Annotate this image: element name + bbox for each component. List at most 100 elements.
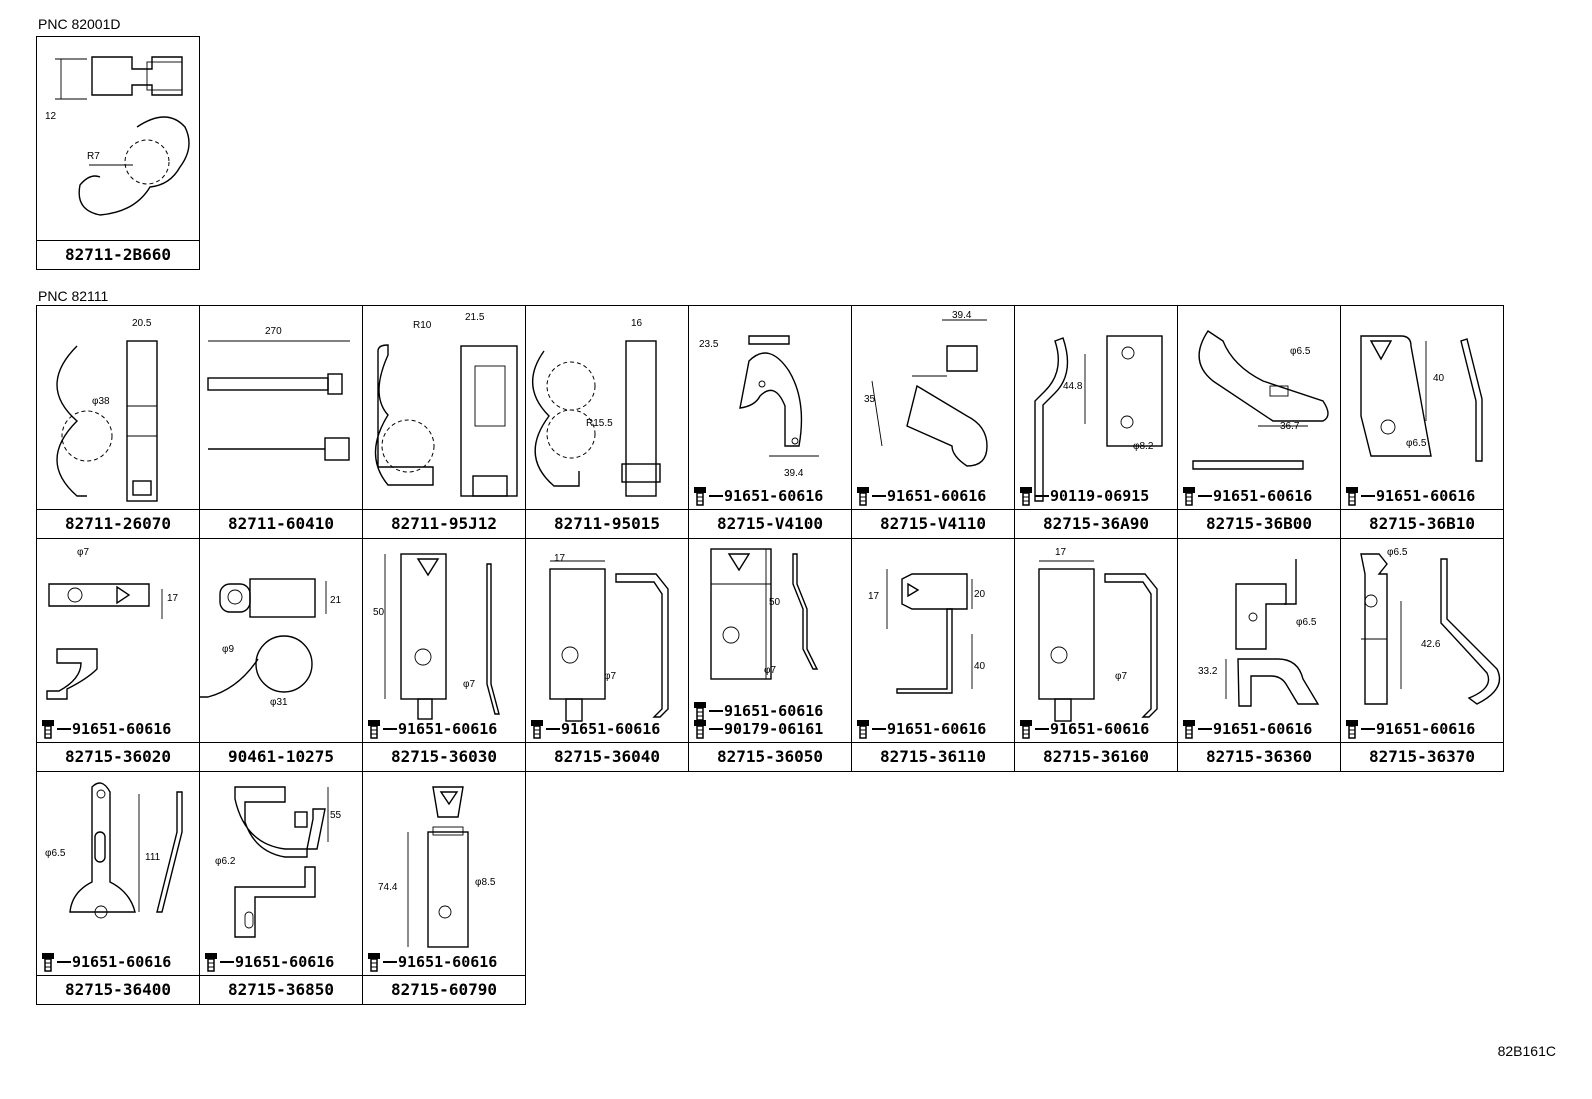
dim-label: R15.5	[586, 418, 613, 429]
dim-label: 20	[974, 589, 986, 600]
bolt-part-number: 91651-60616	[72, 720, 172, 738]
part-drawing	[531, 340, 661, 497]
dim-label: φ7	[764, 665, 777, 676]
dim-label: φ7	[463, 679, 476, 690]
leader-line	[383, 728, 397, 730]
diagram-code: 82B161C	[1497, 1043, 1556, 1059]
leader-line	[709, 710, 723, 712]
bolt-part-number: 91651-60616	[235, 953, 335, 971]
dim-label: φ7	[1115, 671, 1128, 682]
part-number: 82715-60790	[363, 975, 525, 1004]
dim-label: R10	[413, 320, 432, 331]
part-number: 82711-2B660	[37, 240, 199, 269]
dim-label: 270	[265, 326, 282, 337]
bolt-callout: 90119-06915	[1019, 486, 1149, 506]
bolt-part-number: 91651-60616	[724, 487, 824, 505]
part-number: 82715-36030	[363, 742, 525, 771]
part-drawing	[207, 340, 350, 461]
dim-label: 39.4	[784, 468, 804, 479]
dim-label: 50	[373, 607, 385, 618]
bolt-icon	[694, 487, 706, 506]
bolt-callout: 91651-60616	[693, 486, 823, 506]
bolt-callout: 91651-60616	[1182, 486, 1312, 506]
part-number: 82715-36A90	[1015, 509, 1177, 538]
dim-label: 35	[864, 394, 876, 405]
bolt-part-number: 91651-60616	[398, 720, 498, 738]
part-cell[interactable]: 50 φ7 91651-60616 82715-36030	[362, 538, 526, 772]
bolt-part-number: 91651-60616	[887, 487, 987, 505]
bolt-callout: 91651-60616	[1182, 719, 1312, 739]
bolt-part-number: 90179-06161	[724, 720, 824, 738]
part-drawing	[1192, 330, 1329, 470]
dim-label: 42.6	[1421, 639, 1441, 650]
part-number: 82715-36050	[689, 742, 851, 771]
leader-line	[546, 728, 560, 730]
bolt-icon	[1346, 487, 1358, 506]
part-drawing	[1038, 560, 1158, 722]
bolt-callout: 90179-06161	[693, 719, 823, 739]
leader-line	[1198, 728, 1212, 730]
bolt-part-number: 91651-60616	[724, 702, 824, 720]
bolt-part-number: 91651-60616	[1376, 720, 1476, 738]
part-drawing	[407, 786, 469, 948]
bolt-part-number: 90119-06915	[1050, 487, 1150, 505]
bolt-callout: 91651-60616	[367, 719, 497, 739]
bolt-part-number: 91651-60616	[398, 953, 498, 971]
part-number: 82715-36020	[37, 742, 199, 771]
part-drawing	[374, 344, 518, 497]
part-number: 82715-36400	[37, 975, 199, 1004]
bolt-part-number: 91651-60616	[1213, 720, 1313, 738]
bolt-icon	[531, 720, 543, 739]
part-drawing	[739, 335, 819, 457]
clip-drawing	[55, 56, 190, 216]
leader-line	[1361, 495, 1375, 497]
dim-label: 23.5	[699, 339, 719, 350]
bolt-icon	[1020, 487, 1032, 506]
dim-label: φ6.2	[215, 856, 236, 867]
dim-label: 50	[769, 597, 781, 608]
part-number: 90461-10275	[200, 742, 362, 771]
part-number: 82715-36850	[200, 975, 362, 1004]
leader-line	[383, 961, 397, 963]
bolt-icon	[368, 953, 380, 972]
dim-label: φ8.2	[1133, 441, 1154, 452]
dim-label: 39.4	[952, 310, 972, 321]
bolt-icon	[1346, 720, 1358, 739]
bolt-icon	[857, 720, 869, 739]
dim-label: 17	[554, 553, 566, 564]
bolt-callout: 91651-60616	[1019, 719, 1149, 739]
part-drawing	[1360, 335, 1483, 462]
part-drawing	[1225, 559, 1320, 707]
part-drawing	[886, 569, 973, 694]
part-number: 82711-95015	[526, 509, 688, 538]
dim-label: 17	[167, 593, 179, 604]
bolt-icon	[1183, 720, 1195, 739]
part-drawing	[710, 548, 819, 680]
dim-label: φ6.5	[45, 848, 66, 859]
dim-label: 21.5	[465, 312, 485, 323]
part-cell-top[interactable]: 12 R7 82711-2B660	[36, 36, 200, 270]
dim-label: 17	[868, 591, 880, 602]
part-number: 82715-36160	[1015, 742, 1177, 771]
bolt-icon	[42, 953, 54, 972]
